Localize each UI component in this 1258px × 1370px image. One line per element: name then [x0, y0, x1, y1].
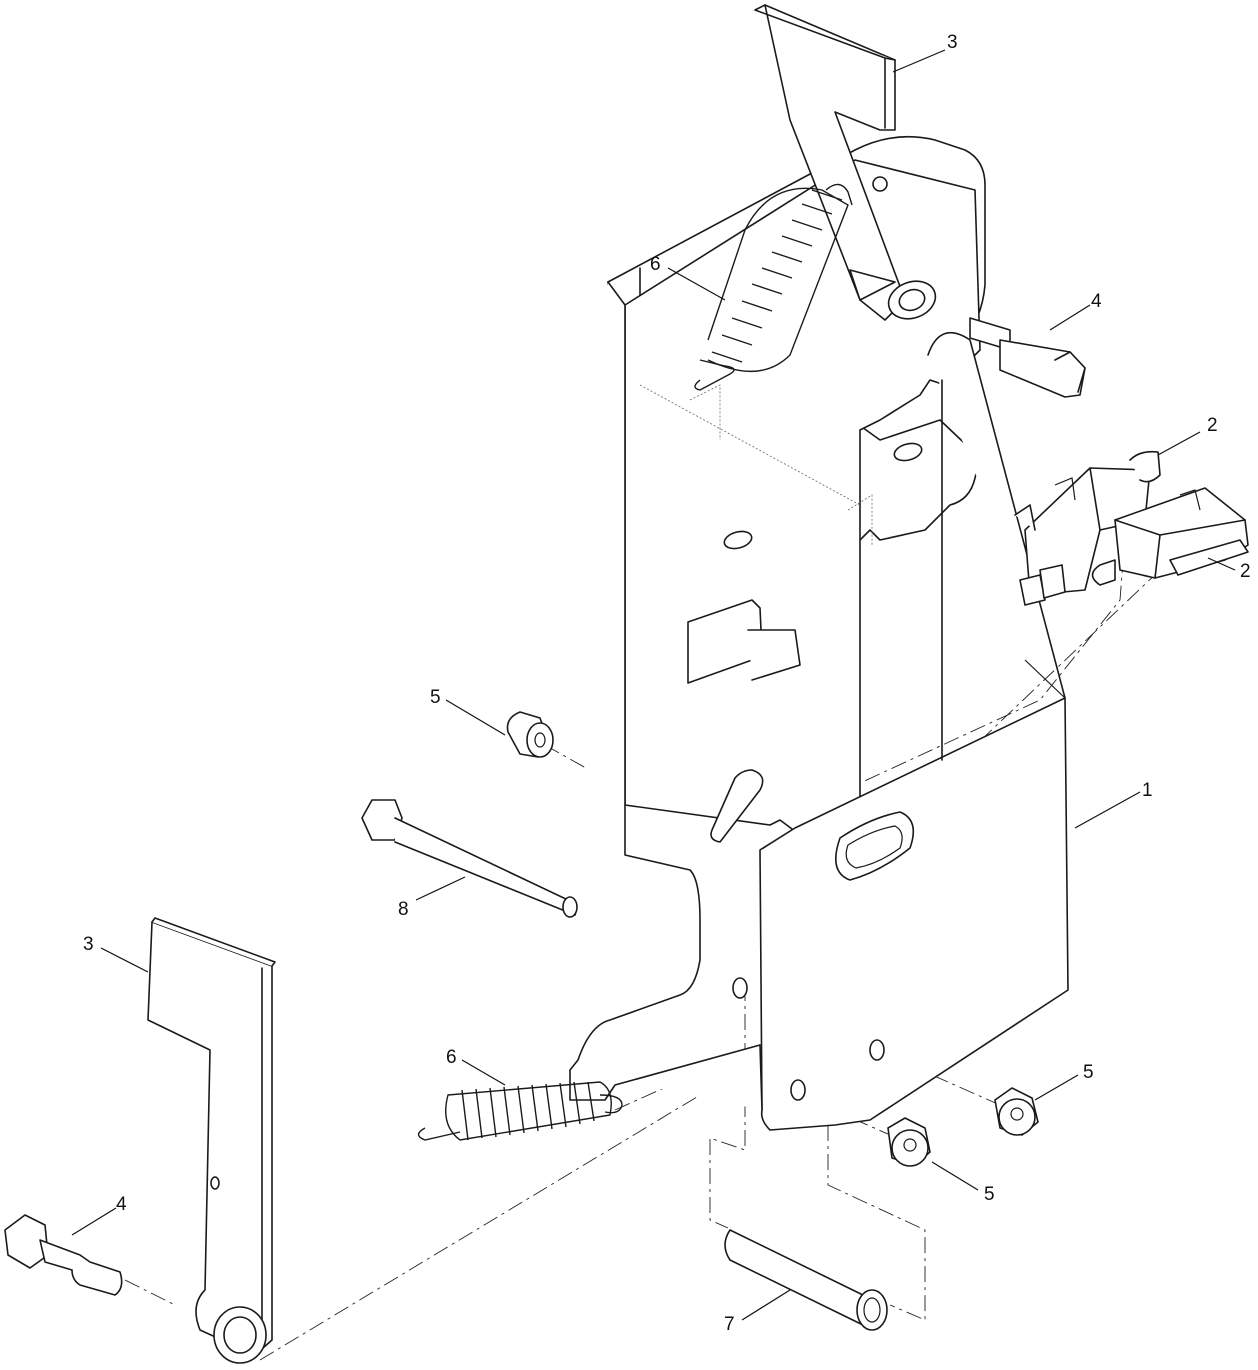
nut-part-5-right: [994, 1087, 1039, 1136]
pedal-part-3-upper: [754, 4, 937, 321]
callout-3-lower: 3: [83, 934, 94, 955]
pedal-part-3-lower: [147, 917, 276, 1364]
callout-6-lower: 6: [446, 1047, 457, 1068]
callout-7: 7: [724, 1314, 735, 1335]
callout-4-lower: 4: [116, 1194, 127, 1215]
callout-6-upper: 6: [650, 254, 661, 275]
callout-2-upper: 2: [1207, 415, 1218, 436]
callout-2-lower: 2: [1240, 561, 1251, 582]
spring-part-6-upper: [694, 183, 853, 391]
callout-8: 8: [398, 899, 409, 920]
callout-1: 1: [1142, 780, 1153, 801]
leader-lines: [71, 49, 1236, 1321]
callout-5-right: 5: [1083, 1062, 1094, 1083]
callout-5-middle: 5: [984, 1184, 995, 1205]
switch-part-2-lower: [1091, 487, 1249, 586]
switch-part-2-upper: [1014, 450, 1161, 606]
spring-part-6-lower: [417, 1081, 623, 1141]
nut-part-5-middle: [887, 1117, 931, 1167]
callout-3-upper: 3: [947, 32, 958, 53]
nut-part-5-left: [506, 711, 554, 758]
bolt-part-4-upper: [969, 317, 1086, 398]
callout-5-left: 5: [430, 687, 441, 708]
callout-labels: 1 2 2 3 3 4 4 5 5 5 6 6 7 8: [83, 32, 1251, 1335]
spacer-part-7: [724, 1229, 888, 1331]
bolt-part-4-lower: [4, 1214, 123, 1296]
callout-4-upper: 4: [1091, 291, 1102, 312]
bracket-part-1: [569, 135, 1069, 1131]
bolt-part-8: [361, 799, 578, 918]
